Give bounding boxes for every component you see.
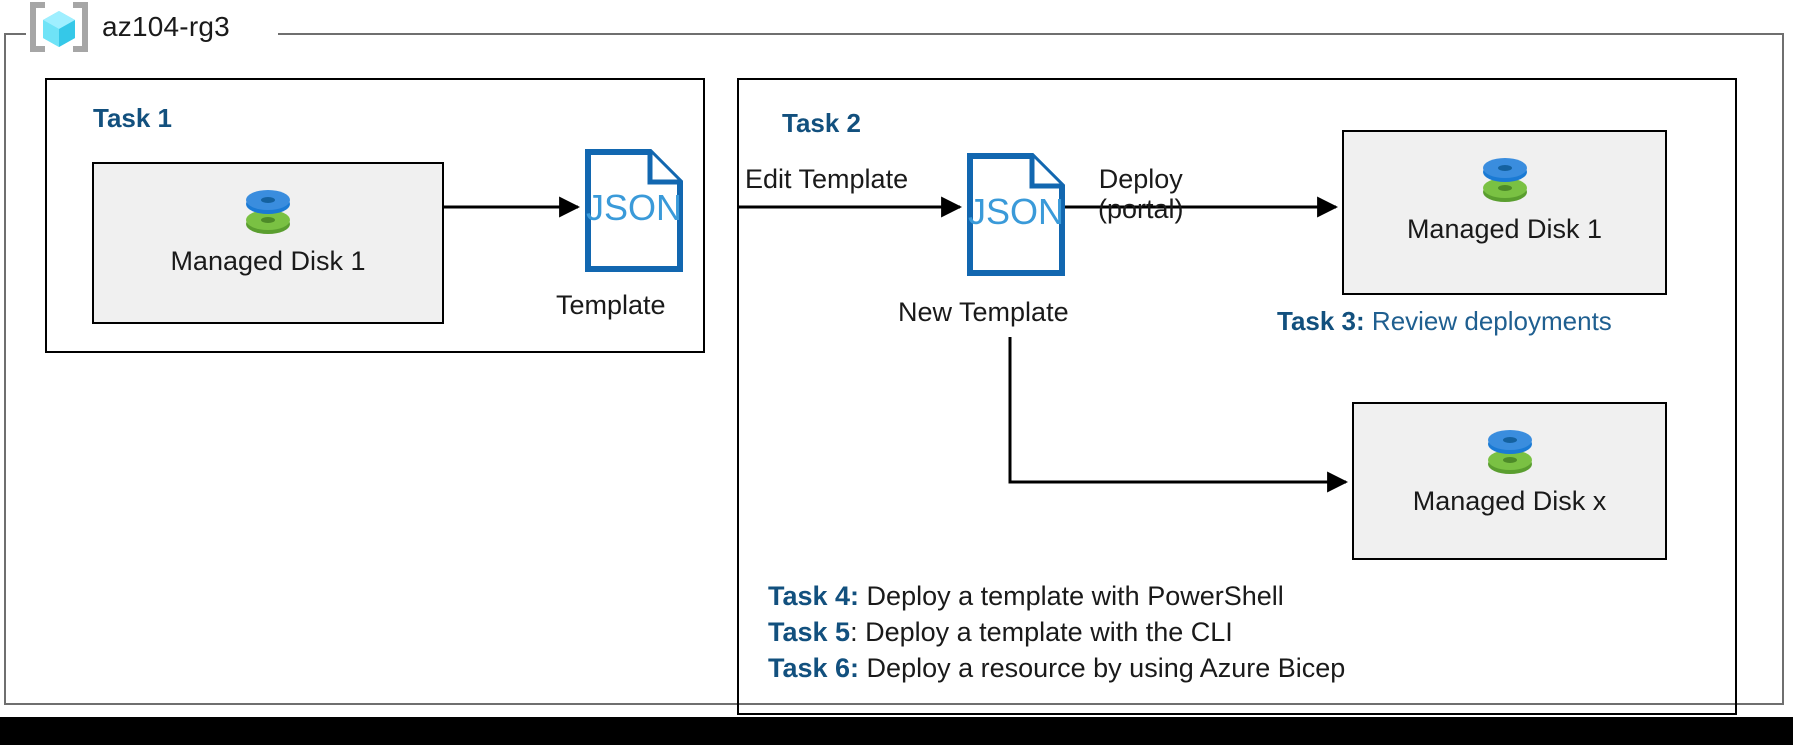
task-3-note: Task 3: Review deployments — [1277, 306, 1612, 337]
bottom-black-band — [0, 717, 1793, 745]
resource-group-frame-top-right — [278, 33, 1784, 35]
resource-group-frame-top-left — [4, 33, 26, 35]
new-template-caption: New Template — [898, 297, 1069, 327]
managed-disk-icon — [1482, 158, 1527, 202]
json-document-icon: JSON — [585, 149, 683, 272]
managed-disk-1-output-box: Managed Disk 1 — [1342, 130, 1667, 295]
deploy-label-line2: (portal) — [1098, 194, 1184, 225]
task-5-prefix: Task 5 — [768, 617, 851, 648]
task-6-line: Task 6: Deploy a resource by using Azure… — [768, 650, 1345, 686]
json-document-icon: JSON — [967, 153, 1065, 276]
task-2-heading: Task 2 — [782, 108, 862, 138]
task-1-heading: Task 1 — [93, 103, 173, 133]
resource-group-frame — [4, 33, 1784, 705]
resource-group-name: az104-rg3 — [102, 11, 230, 42]
managed-disk-1-resource-box: Managed Disk 1 — [92, 162, 444, 324]
managed-disk-1-output-label: Managed Disk 1 — [1406, 214, 1603, 244]
task-4-prefix: Task 4: — [768, 581, 860, 611]
deploy-label-line1: Deploy — [1098, 164, 1183, 194]
managed-disk-x-output-box: Managed Disk x — [1352, 402, 1667, 560]
managed-disk-x-label: Managed Disk x — [1412, 486, 1607, 516]
managed-disk-icon — [1487, 430, 1532, 474]
json-doc-text: JSON — [586, 187, 682, 228]
task-3-prefix: Task 3: — [1277, 306, 1365, 336]
task-5-colon: : — [850, 617, 858, 648]
managed-disk-icon — [246, 190, 290, 234]
task-6-text: Deploy a resource by using Azure Bicep — [859, 653, 1346, 684]
edit-template-label: Edit Template — [745, 164, 909, 194]
resource-group-header: az104-rg3 — [30, 2, 240, 52]
template-caption: Template — [556, 290, 666, 320]
task-6-prefix: Task 6: — [768, 653, 860, 684]
task-2-container — [737, 78, 1737, 715]
deploy-portal-label: Deploy (portal) — [1098, 164, 1184, 224]
task-4-text: Deploy a template with PowerShell — [859, 581, 1284, 611]
task-1-container — [45, 78, 705, 353]
resource-group-cube-icon — [30, 2, 88, 52]
task-list: Task 4: Deploy a template with PowerShel… — [768, 578, 1345, 687]
task-3-text: Review deployments — [1364, 306, 1612, 336]
task-5-line: Task 5: Deploy a template with the CLI — [768, 614, 1345, 650]
managed-disk-1-label: Managed Disk 1 — [170, 246, 366, 276]
task-5-text: Deploy a template with the CLI — [857, 617, 1233, 648]
task-4-line: Task 4: Deploy a template with PowerShel… — [768, 578, 1345, 614]
json-doc-text: JSON — [968, 191, 1064, 232]
